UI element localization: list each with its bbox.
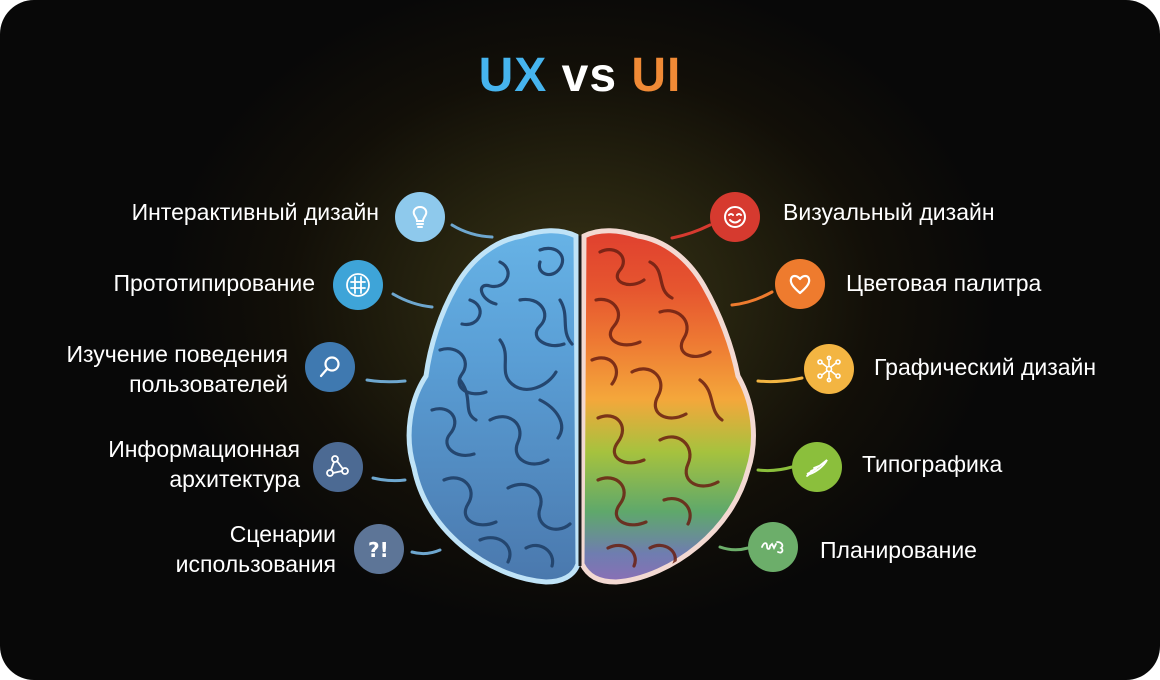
smiley-icon bbox=[710, 192, 760, 242]
title-vs: vs bbox=[561, 49, 618, 102]
brain-right-hemisphere bbox=[579, 228, 756, 585]
brain-left-folds bbox=[430, 246, 574, 568]
connector-ui-4 bbox=[756, 465, 794, 473]
ui-label-visual-design: Визуальный дизайн bbox=[783, 199, 995, 225]
title-ui: UI bbox=[631, 49, 682, 102]
ux-label-information-architecture: Информационная архитектура bbox=[108, 436, 300, 492]
ux-label-use-cases: Сценарии использования bbox=[175, 521, 336, 577]
connector-ux-2 bbox=[391, 292, 434, 309]
ui-label-typography: Типографика bbox=[862, 451, 1003, 477]
lightbulb-icon bbox=[395, 192, 445, 242]
page-title: UX vs UI bbox=[0, 48, 1160, 103]
connector-ui-1 bbox=[670, 223, 712, 240]
connector-ux-3 bbox=[365, 378, 407, 384]
ux-label-prototyping: Прототипирование bbox=[113, 270, 315, 296]
connector-ui-5 bbox=[718, 545, 750, 552]
question-exclamation-icon: ?! bbox=[354, 524, 404, 574]
ui-label-graphic-design: Графический дизайн bbox=[874, 354, 1097, 380]
ui-label-color-palette: Цветовая палитра bbox=[846, 270, 1042, 296]
brain-right-folds bbox=[590, 248, 724, 568]
network-icon bbox=[313, 442, 363, 492]
squiggle-icon bbox=[748, 522, 798, 572]
wireframe-icon bbox=[333, 260, 383, 310]
nodes-icon bbox=[804, 344, 854, 394]
ux-label-user-behavior: Изучение поведения пользователей bbox=[66, 341, 288, 397]
heart-icon bbox=[775, 259, 825, 309]
ui-label-planning: Планирование bbox=[820, 537, 977, 563]
feather-pen-icon bbox=[792, 442, 842, 492]
connector-ui-2 bbox=[730, 290, 774, 307]
title-ux: UX bbox=[478, 49, 548, 102]
connector-ux-1 bbox=[450, 223, 494, 239]
connector-ux-4 bbox=[371, 476, 407, 483]
ux-label-interactive-design: Интерактивный дизайн bbox=[131, 199, 379, 225]
svg-text:?!: ?! bbox=[368, 538, 389, 562]
connector-ui-3 bbox=[756, 376, 804, 384]
connector-ux-5 bbox=[410, 548, 442, 556]
brain-left-hemisphere bbox=[406, 228, 581, 585]
magnifier-icon bbox=[305, 342, 355, 392]
